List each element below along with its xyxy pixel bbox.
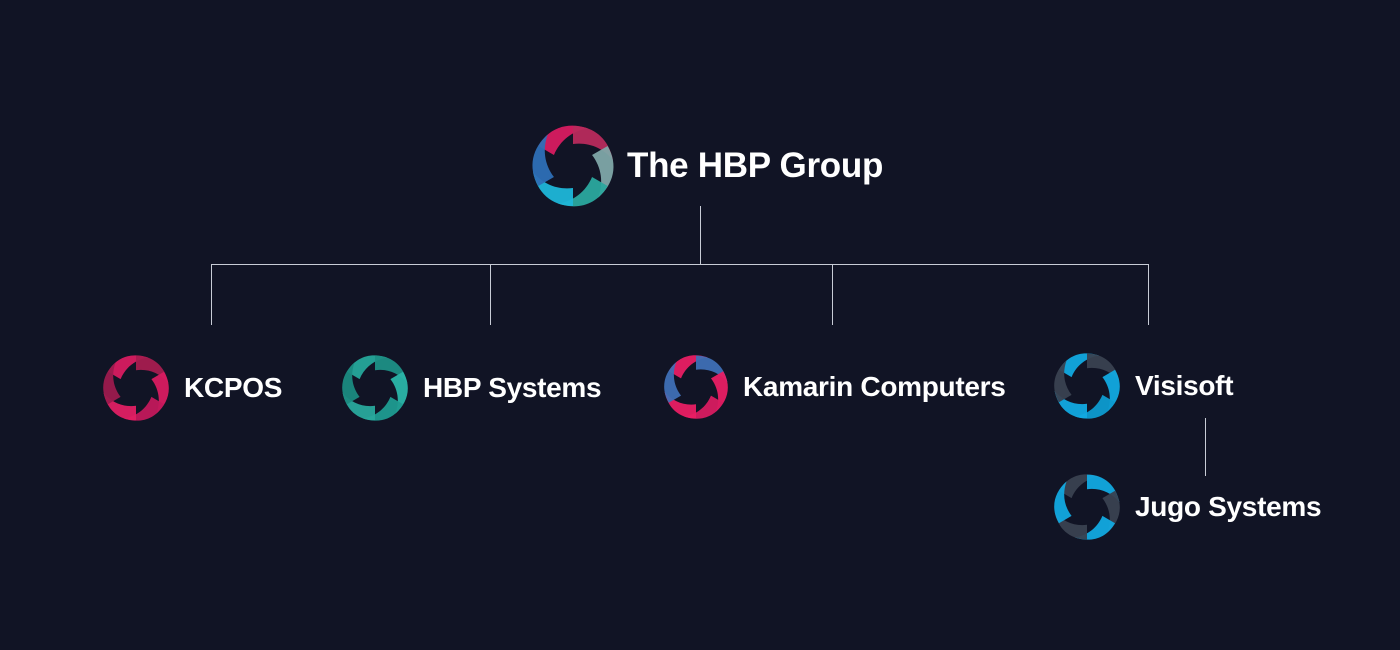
logo-petal-right xyxy=(710,371,728,412)
logo-petal-top-left xyxy=(538,125,588,155)
org-node-visisoft: Visisoft xyxy=(1053,352,1234,420)
logo-petal-right xyxy=(151,371,169,414)
logo-petal-top-right xyxy=(375,355,408,384)
logo-petal-top-left xyxy=(1058,474,1099,499)
logo-petal-left xyxy=(103,362,121,405)
logo-petal-right xyxy=(1102,490,1120,533)
kcpos-logo-icon xyxy=(103,355,169,421)
org-node-hbp-group: The HBP Group xyxy=(531,124,883,208)
logo-petal-right xyxy=(1102,369,1120,412)
visisoft-logo-icon xyxy=(1054,353,1120,419)
logo-petal-top-right xyxy=(696,355,728,383)
org-node-label: HBP Systems xyxy=(423,372,602,403)
logo-petal-top-right xyxy=(1087,474,1120,503)
logo-petal-top-right xyxy=(573,126,613,160)
org-node-kcpos: KCPOS xyxy=(102,354,282,422)
logo-petal-right xyxy=(390,371,408,414)
logo-petal-top-left xyxy=(346,355,387,380)
logo-petal-left xyxy=(532,134,554,186)
logo-petal-bottom-left xyxy=(103,392,136,421)
org-node-kamarin-computers: Kamarin Computers xyxy=(663,354,1006,420)
org-node-hbp-systems: HBP Systems xyxy=(341,354,602,422)
logo-petal-bottom-right xyxy=(1075,394,1116,419)
logo-petal-bottom-left xyxy=(342,392,375,421)
hbp-multicolor-logo-icon xyxy=(532,125,614,207)
org-node-label: Jugo Systems xyxy=(1135,491,1322,522)
logo-petal-bottom-right xyxy=(684,395,724,419)
logo-petal-top-right xyxy=(1087,353,1120,382)
kamarin-logo-icon xyxy=(664,355,728,419)
logo-petal-top-left xyxy=(668,355,708,379)
org-node-label: Kamarin Computers xyxy=(743,371,1006,402)
org-node-label: The HBP Group xyxy=(627,146,884,185)
logo-petal-left xyxy=(1054,360,1072,403)
logo-petal-top-left xyxy=(1058,353,1099,378)
logo-petal-left xyxy=(342,362,360,405)
logo-petal-bottom-right xyxy=(124,396,165,421)
logo-petal-left xyxy=(664,362,682,403)
org-node-jugo-systems: Jugo Systems xyxy=(1053,473,1322,541)
org-node-label: Visisoft xyxy=(1135,370,1234,401)
jugo-logo-icon xyxy=(1054,474,1120,540)
logo-petal-bottom-right xyxy=(363,396,404,421)
org-node-label: KCPOS xyxy=(184,372,283,403)
logo-petal-bottom-left xyxy=(533,172,573,206)
logo-petal-top-right xyxy=(136,355,169,384)
logo-petal-bottom-left xyxy=(1054,511,1087,540)
logo-petal-top-left xyxy=(107,355,148,380)
logo-petal-right xyxy=(592,146,614,198)
logo-petal-bottom-left xyxy=(1054,390,1087,419)
hbp-systems-logo-icon xyxy=(342,355,408,421)
logo-petal-bottom-right xyxy=(558,177,608,207)
logo-petal-bottom-right xyxy=(1075,515,1116,540)
logo-petal-bottom-left xyxy=(664,391,696,419)
logo-petal-left xyxy=(1054,481,1072,524)
